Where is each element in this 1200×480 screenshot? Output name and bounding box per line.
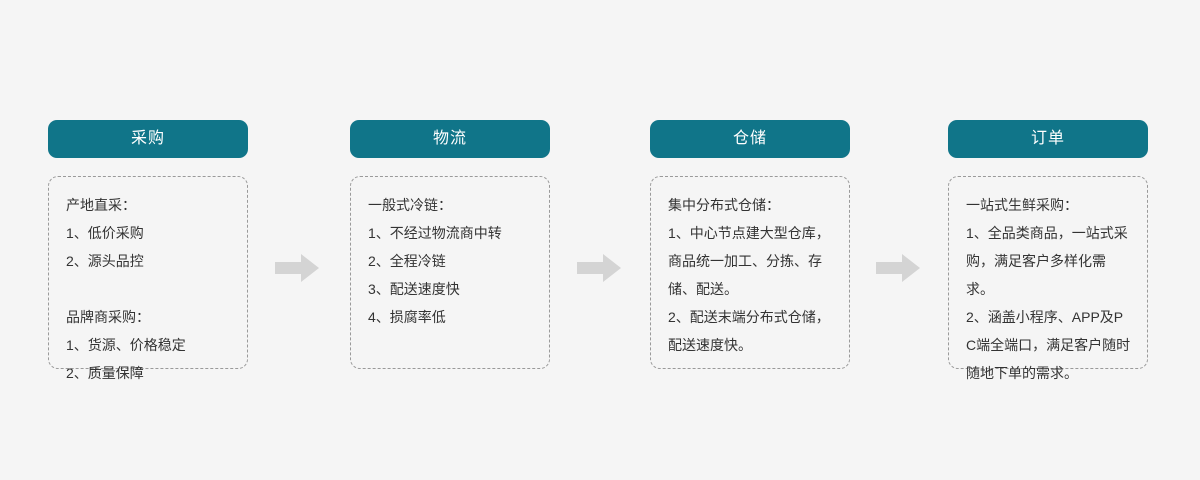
group-item: 2、配送末端分布式仓储，配送速度快。	[668, 309, 830, 353]
step-header-order: 订单	[948, 120, 1148, 158]
group-item: 1、货源、价格稳定	[66, 337, 186, 353]
group-heading: 一般式冷链：	[368, 197, 452, 213]
arrow-right-icon	[275, 254, 319, 282]
step-header-warehousing: 仓储	[650, 120, 850, 158]
step-body-warehousing: 集中分布式仓储： 1、中心节点建大型仓库，商品统一加工、分拣、存储、配送。 2、…	[650, 176, 850, 369]
group-item: 3、配送速度快	[368, 281, 460, 297]
process-step-procurement: 采购 产地直采： 1、低价采购 2、源头品控 品牌商采购： 1、货源、价格稳定 …	[48, 120, 248, 381]
process-step-warehousing: 仓储 集中分布式仓储： 1、中心节点建大型仓库，商品统一加工、分拣、存储、配送。…	[650, 120, 850, 369]
group-item: 2、源头品控	[66, 253, 144, 269]
step-header-logistics: 物流	[350, 120, 550, 158]
group-item: 1、低价采购	[66, 225, 144, 241]
group-item: 2、质量保障	[66, 365, 144, 381]
step-body-order: 一站式生鲜采购： 1、全品类商品，一站式采购，满足客户多样化需求。 2、涵盖小程…	[948, 176, 1148, 381]
step-body-logistics: 一般式冷链： 1、不经过物流商中转 2、全程冷链 3、配送速度快 4、损腐率低	[350, 176, 550, 369]
group-item: 1、不经过物流商中转	[368, 225, 502, 241]
group-item: 1、全品类商品，一站式采购，满足客户多样化需求。	[966, 225, 1128, 297]
group-heading: 品牌商采购：	[66, 309, 150, 325]
process-step-logistics: 物流 一般式冷链： 1、不经过物流商中转 2、全程冷链 3、配送速度快 4、损腐…	[350, 120, 550, 369]
group-heading: 一站式生鲜采购：	[966, 197, 1078, 213]
group-item: 1、中心节点建大型仓库，商品统一加工、分拣、存储、配送。	[668, 225, 830, 297]
group-item: 2、涵盖小程序、APP及PC端全端口，满足客户随时随地下单的需求。	[966, 309, 1131, 381]
group-item: 2、全程冷链	[368, 253, 446, 269]
group-heading: 产地直采：	[66, 197, 136, 213]
step-header-procurement: 采购	[48, 120, 248, 158]
process-step-order: 订单 一站式生鲜采购： 1、全品类商品，一站式采购，满足客户多样化需求。 2、涵…	[948, 120, 1148, 381]
arrow-right-icon	[876, 254, 920, 282]
step-body-procurement: 产地直采： 1、低价采购 2、源头品控 品牌商采购： 1、货源、价格稳定 2、质…	[48, 176, 248, 381]
group-heading: 集中分布式仓储：	[668, 197, 780, 213]
group-item: 4、损腐率低	[368, 309, 446, 325]
arrow-right-icon	[577, 254, 621, 282]
